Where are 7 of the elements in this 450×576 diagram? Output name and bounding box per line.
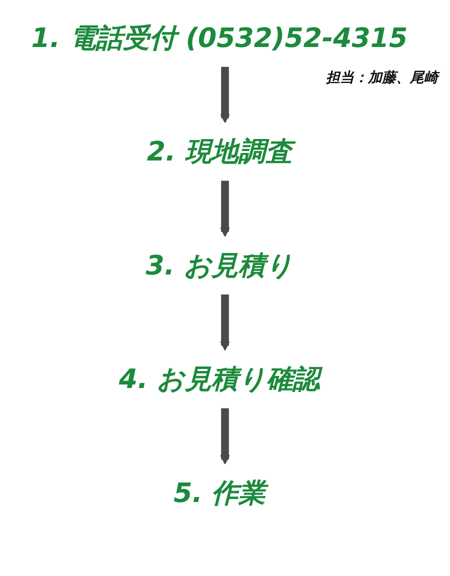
arrow <box>220 294 230 351</box>
node-text: 3. お見積り <box>146 250 294 282</box>
node-text: 1. 電話受付 (0532)52-4315 <box>31 22 408 54</box>
arrow <box>220 408 230 464</box>
arrow <box>220 180 230 237</box>
arrow <box>220 66 230 124</box>
staff-note: 担当：加藤、尾崎 <box>326 68 441 87</box>
